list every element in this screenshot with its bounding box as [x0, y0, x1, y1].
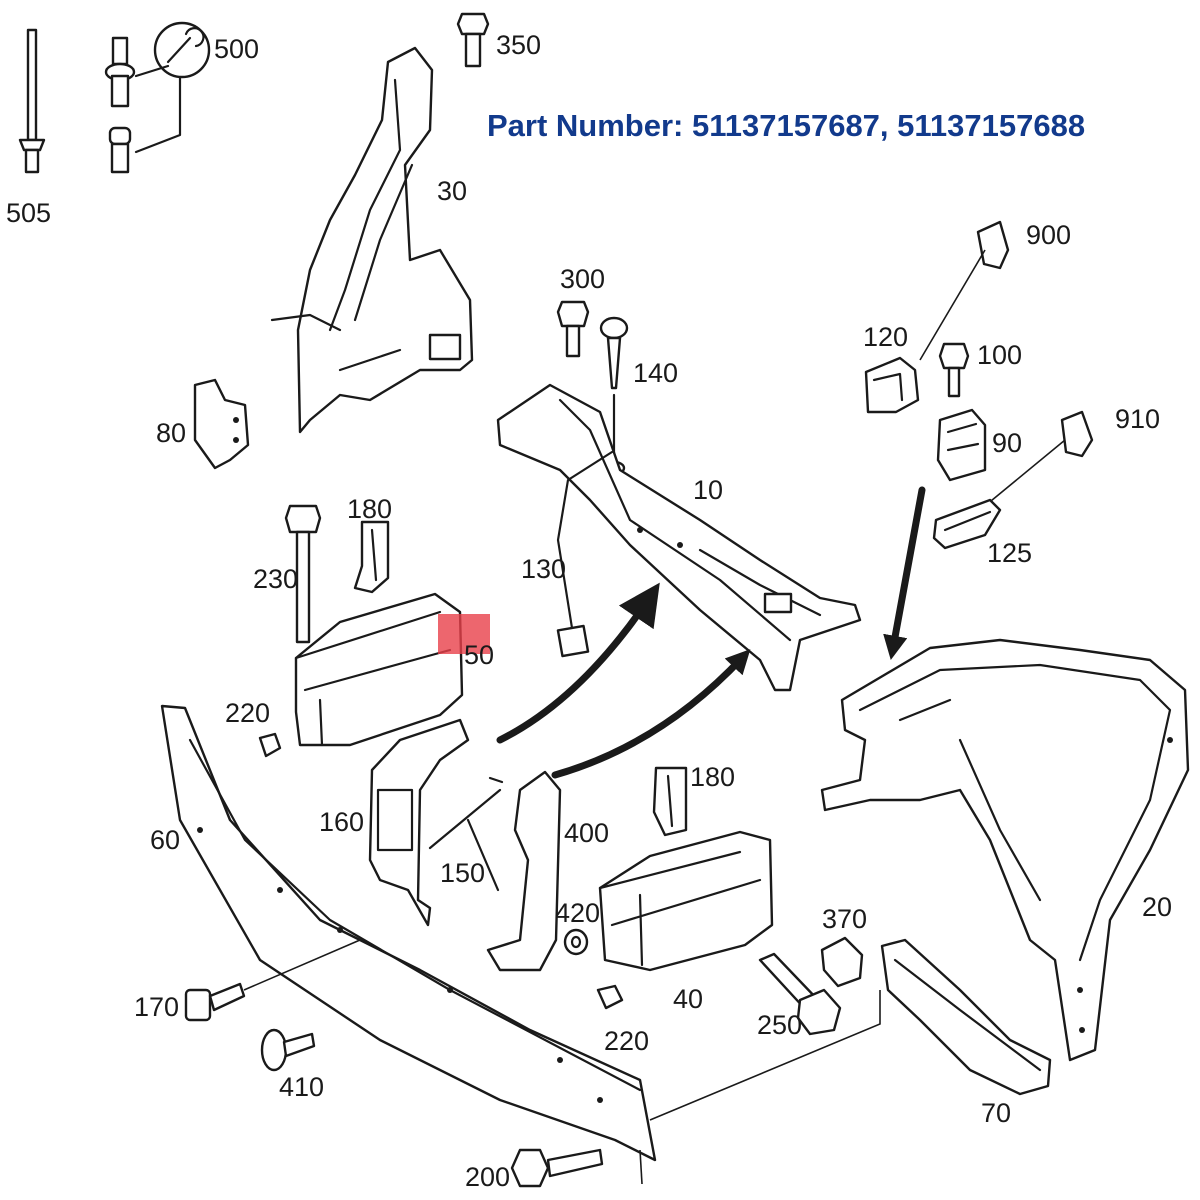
part-900-clip	[919, 220, 1010, 361]
callout-250: 250	[757, 1010, 802, 1040]
part-170-bolt	[184, 939, 361, 1022]
callout-500: 500	[214, 34, 259, 64]
callout-50: 50	[464, 640, 494, 670]
part-180a-bracket	[353, 520, 390, 594]
part-220a-clip	[258, 732, 282, 758]
part-300-bolt	[556, 300, 590, 358]
part-number-title: Part Number: 51137157687, 51137157688	[487, 108, 1086, 143]
callout-130: 130	[521, 554, 566, 584]
callout-410: 410	[279, 1072, 324, 1102]
callout-910: 910	[1115, 404, 1160, 434]
part-100-bolt	[938, 342, 970, 398]
part-400-bracket	[486, 770, 562, 972]
part-370-screw	[820, 936, 864, 988]
callout-90: 90	[992, 428, 1022, 458]
part-60-bumper	[160, 704, 881, 1185]
part-40-crashbox	[598, 830, 774, 972]
part-50-crashbox	[294, 592, 490, 747]
part-120-latch	[864, 356, 920, 414]
wrench-icon	[153, 21, 211, 79]
part-90-latch	[936, 408, 987, 482]
callout-370: 370	[822, 904, 867, 934]
callout-10: 10	[693, 475, 723, 505]
part-410-bolt	[260, 1028, 316, 1072]
part-230-bolt	[284, 504, 322, 644]
callout-230: 230	[253, 564, 298, 594]
callout-80: 80	[156, 418, 186, 448]
part-500-fastener	[104, 21, 211, 174]
part-250-bolt	[758, 952, 842, 1036]
callout-350: 350	[496, 30, 541, 60]
part-180b-bracket	[652, 766, 688, 837]
callout-40: 40	[673, 984, 703, 1014]
part-125-latch	[932, 498, 1002, 550]
callout-505: 505	[6, 198, 51, 228]
callout-150: 150	[440, 858, 485, 888]
part-10-crossmember	[496, 383, 862, 692]
callout-900: 900	[1026, 220, 1071, 250]
callout-120: 120	[863, 322, 908, 352]
callout-20: 20	[1142, 892, 1172, 922]
callout-140: 140	[633, 358, 678, 388]
part-910-clip	[979, 410, 1094, 511]
callout-labels: 505 500 350 30 80 300 140 10 130 180 230…	[6, 30, 1172, 1192]
callout-220b: 220	[604, 1026, 649, 1056]
part-200-bolt	[510, 1148, 604, 1188]
callout-70: 70	[981, 1098, 1011, 1128]
part-505-rivet	[18, 28, 46, 174]
callout-60: 60	[150, 825, 180, 855]
part-150-strut	[428, 776, 504, 892]
callout-125: 125	[987, 538, 1032, 568]
callout-100: 100	[977, 340, 1022, 370]
callout-180a: 180	[347, 494, 392, 524]
part-420-nut	[563, 928, 589, 956]
part-70-bracket	[880, 938, 1052, 1096]
part-350-bolt	[456, 12, 490, 68]
callout-180b: 180	[690, 762, 735, 792]
part-30-bracket	[270, 46, 474, 434]
callout-420: 420	[555, 898, 600, 928]
part-220b-clip	[596, 984, 624, 1010]
callout-220a: 220	[225, 698, 270, 728]
callout-200: 200	[465, 1162, 510, 1192]
callout-30: 30	[437, 176, 467, 206]
part-160-bracket	[368, 718, 470, 927]
part-20-frame	[820, 638, 1190, 1062]
highlight-marker	[438, 614, 490, 654]
callout-170: 170	[134, 992, 179, 1022]
callout-400: 400	[564, 818, 609, 848]
callout-160: 160	[319, 807, 364, 837]
assembly-arrows	[496, 486, 926, 779]
callout-300: 300	[560, 264, 605, 294]
part-80-bracket	[193, 378, 250, 470]
part-130-rod	[556, 450, 614, 658]
